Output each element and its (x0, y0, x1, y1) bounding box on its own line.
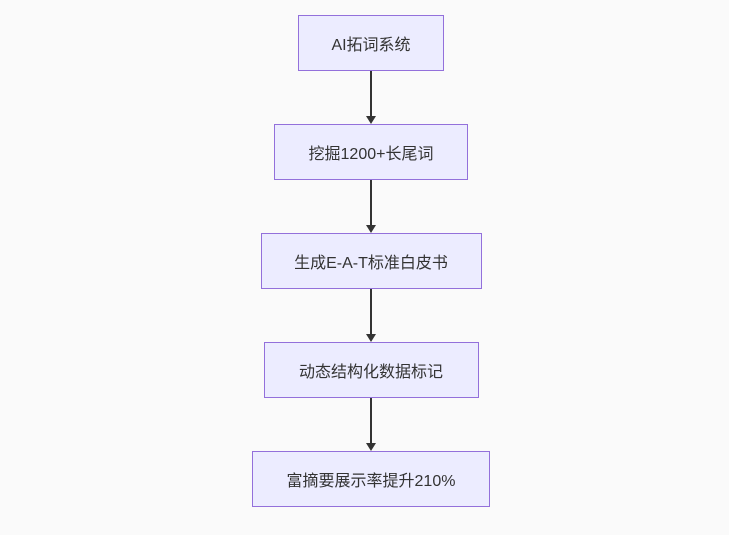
flowchart-node-ai-word-system: AI拓词系统 (298, 15, 444, 71)
flowchart-node-structured-data-markup: 动态结构化数据标记 (263, 342, 479, 398)
arrow-down-edge-1 (366, 71, 376, 124)
arrow-head-icon (366, 225, 376, 233)
arrow-down-edge-4 (366, 398, 376, 451)
arrow-head-icon (366, 116, 376, 124)
arrow-head-icon (366, 443, 376, 451)
arrow-shaft (370, 398, 372, 443)
arrow-shaft (370, 71, 372, 116)
arrow-shaft (370, 289, 372, 334)
flowchart-node-rich-snippet-result: 富摘要展示率提升210% (252, 451, 490, 507)
arrow-down-edge-2 (366, 180, 376, 233)
arrow-shaft (370, 180, 372, 225)
flowchart-node-eat-whitepaper: 生成E-A-T标准白皮书 (260, 233, 482, 289)
flowchart: AI拓词系统 挖掘1200+长尾词 生成E-A-T标准白皮书 动态结构化数据标记… (252, 15, 490, 507)
arrow-head-icon (366, 334, 376, 342)
flowchart-node-longtail-mining: 挖掘1200+长尾词 (274, 124, 468, 180)
arrow-down-edge-3 (366, 289, 376, 342)
